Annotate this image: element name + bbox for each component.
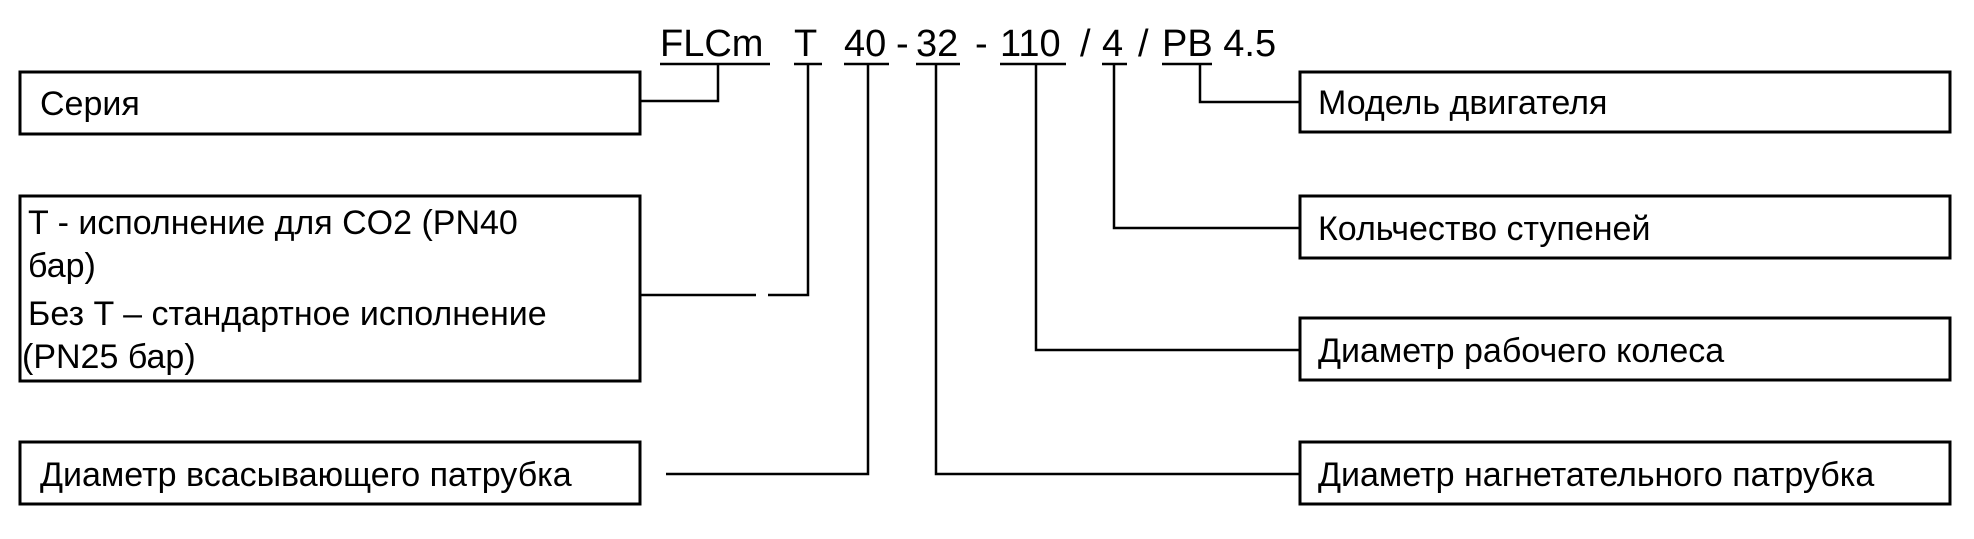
connector-stages [1112, 64, 1300, 230]
execution-label-line-2: бар) [28, 247, 96, 285]
code-execution: T [794, 23, 817, 65]
connector-discharge [934, 64, 1300, 476]
impeller-label: Диаметр рабочего колеса [1318, 332, 1724, 370]
code-series: FLCm [660, 23, 763, 65]
box-execution: T - исполнение для CO2 (PN40 бар) Без T … [18, 194, 642, 383]
box-suction: Диаметр всасывающего патрубка [18, 440, 642, 506]
code-separator-1: - [896, 23, 909, 65]
model-code: FLCm T 40 - 32 - 110 / 4 / PB 4.5 [660, 23, 1276, 66]
code-separator-2: - [975, 23, 988, 65]
series-label: Серия [40, 85, 140, 123]
discharge-label: Диаметр нагнетательного патрубка [1318, 456, 1874, 494]
stages-label: Кольчество ступеней [1318, 210, 1650, 248]
execution-label-line-4: (PN25 бар) [22, 338, 196, 376]
box-impeller: Диаметр рабочего колеса [1298, 316, 1952, 382]
connector-suction [666, 64, 870, 476]
connector-series [640, 64, 720, 103]
code-suction-diameter: 40 [844, 23, 886, 65]
box-stages: Кольчество ступеней [1298, 194, 1952, 260]
execution-label-line-1: T - исполнение для CO2 (PN40 [28, 204, 518, 242]
box-series: Серия [18, 70, 642, 136]
code-motor: PB 4.5 [1162, 23, 1276, 65]
box-discharge: Диаметр нагнетательного патрубка [1298, 440, 1952, 506]
code-stages: 4 [1102, 23, 1123, 65]
code-separator-4: / [1138, 23, 1149, 65]
code-discharge-diameter: 32 [916, 23, 958, 65]
connector-motor [1198, 64, 1300, 104]
suction-label: Диаметр всасывающего патрубка [40, 456, 572, 494]
execution-label-line-3: Без T – стандартное исполнение [28, 295, 547, 333]
box-motor: Модель двигателя [1298, 70, 1952, 134]
connector-impeller [1034, 64, 1300, 352]
code-separator-3: / [1080, 23, 1091, 65]
motor-label: Модель двигателя [1318, 84, 1607, 122]
code-impeller-diameter: 110 [1000, 23, 1061, 65]
connector-execution [768, 64, 810, 297]
